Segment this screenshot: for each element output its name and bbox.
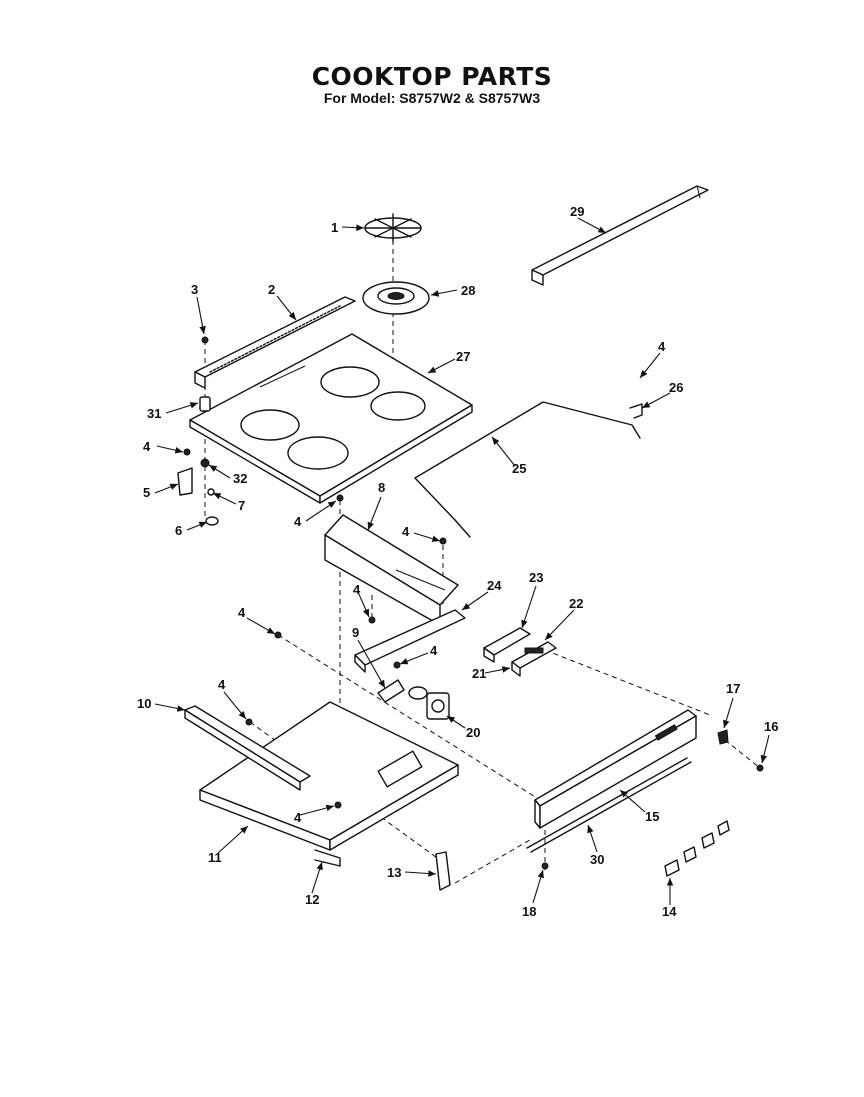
wire-rod xyxy=(414,401,641,538)
label-1: 1 xyxy=(331,220,338,235)
label-25: 25 xyxy=(512,461,526,476)
label-4-d: 4 xyxy=(402,524,410,539)
label-5: 5 xyxy=(143,485,150,500)
label-31: 31 xyxy=(147,406,161,421)
label-17: 17 xyxy=(726,681,740,696)
label-12: 12 xyxy=(305,892,319,907)
diagram-subtitle: For Model: S8757W2 & S8757W3 xyxy=(323,90,541,106)
label-4-b: 4 xyxy=(143,439,151,454)
label-4-h: 4 xyxy=(218,677,226,692)
label-2: 2 xyxy=(268,282,275,297)
label-4-c: 4 xyxy=(294,514,302,529)
label-9: 9 xyxy=(352,625,359,640)
small-parts-left xyxy=(177,336,219,526)
label-15: 15 xyxy=(645,809,659,824)
switch-bracket xyxy=(377,679,450,720)
upper-bracket xyxy=(324,494,459,626)
clip xyxy=(629,403,643,419)
diagram-title: COOKTOP PARTS xyxy=(311,62,553,91)
knobs xyxy=(664,729,764,877)
label-20: 20 xyxy=(466,725,480,740)
bottom-pan xyxy=(184,701,459,867)
label-6: 6 xyxy=(175,523,182,538)
label-24: 24 xyxy=(487,578,502,593)
label-4-a: 4 xyxy=(658,339,666,354)
label-21: 21 xyxy=(472,666,486,681)
trim-strip xyxy=(531,185,709,286)
label-4-e: 4 xyxy=(353,582,361,597)
lower-bracket xyxy=(435,851,451,891)
burner-grate xyxy=(364,213,422,243)
label-32: 32 xyxy=(233,471,247,486)
leader-lines xyxy=(154,217,770,905)
terminal-blocks xyxy=(483,627,557,677)
part-labels: 1 28 29 2 3 27 4 26 31 4 32 5 7 6 25 8 4… xyxy=(137,204,778,919)
burner-bracket xyxy=(274,609,466,673)
label-7: 7 xyxy=(238,498,245,513)
label-22: 22 xyxy=(569,596,583,611)
label-10: 10 xyxy=(137,696,151,711)
label-4-i: 4 xyxy=(294,810,302,825)
label-23: 23 xyxy=(529,570,543,585)
label-27: 27 xyxy=(456,349,470,364)
vent-strip xyxy=(194,296,356,389)
label-13: 13 xyxy=(387,865,401,880)
label-28: 28 xyxy=(461,283,475,298)
cooktop xyxy=(189,333,473,504)
side-rail xyxy=(526,709,697,870)
label-4-f: 4 xyxy=(238,605,246,620)
label-29: 29 xyxy=(570,204,584,219)
drip-bowl xyxy=(362,281,430,315)
label-11: 11 xyxy=(208,850,222,865)
label-30: 30 xyxy=(590,852,604,867)
label-26: 26 xyxy=(669,380,683,395)
label-18: 18 xyxy=(522,904,536,919)
label-4-g: 4 xyxy=(430,643,438,658)
label-8: 8 xyxy=(378,480,385,495)
label-14: 14 xyxy=(662,904,677,919)
label-16: 16 xyxy=(764,719,778,734)
label-3: 3 xyxy=(191,282,198,297)
